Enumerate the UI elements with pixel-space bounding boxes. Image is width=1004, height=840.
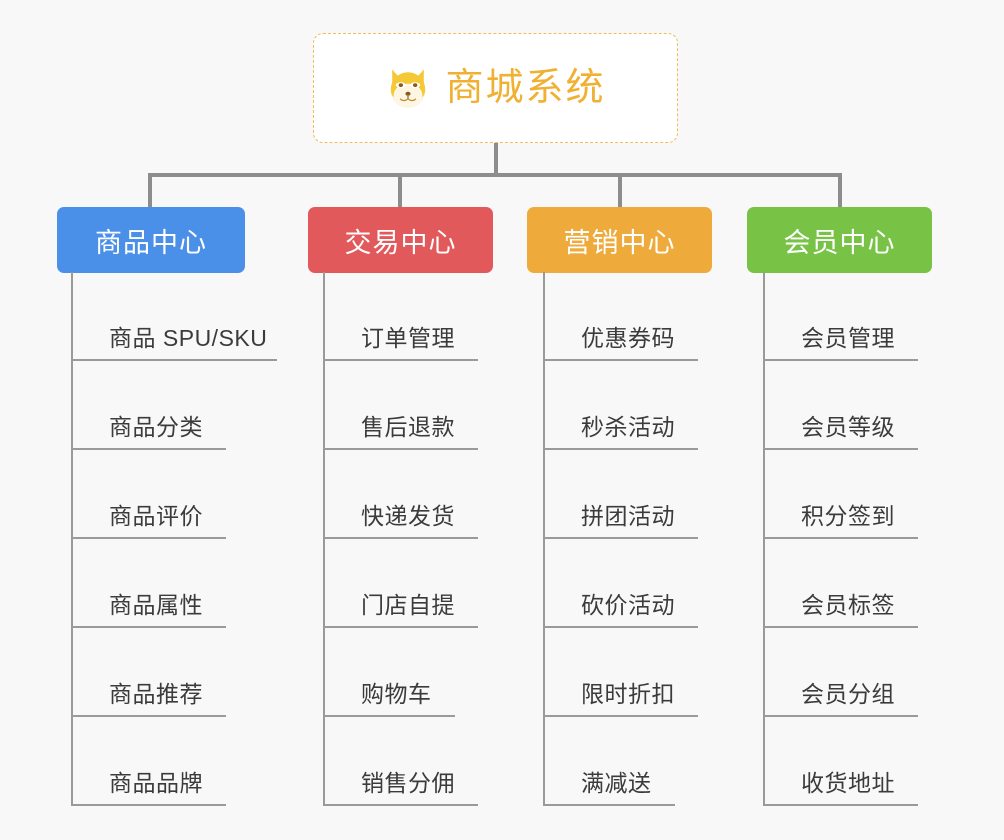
leaf-underline bbox=[763, 537, 918, 539]
leaf-item[interactable]: 购物车 bbox=[323, 628, 455, 717]
leaf-label: 销售分佣 bbox=[361, 770, 455, 796]
leaf-underline bbox=[543, 804, 675, 806]
leaf-label: 积分签到 bbox=[801, 503, 895, 529]
leaf-underline bbox=[71, 804, 226, 806]
leaf-item[interactable]: 收货地址 bbox=[763, 717, 918, 806]
leaf-label: 收货地址 bbox=[801, 770, 895, 796]
leaf-item[interactable]: 满减送 bbox=[543, 717, 675, 806]
branch-trunk-line bbox=[71, 272, 73, 806]
leaf-underline bbox=[323, 804, 478, 806]
leaf-label: 会员等级 bbox=[801, 414, 895, 440]
leaf-item[interactable]: 商品属性 bbox=[71, 539, 226, 628]
category-box-product[interactable]: 商品中心 bbox=[57, 207, 245, 273]
leaf-item[interactable]: 商品品牌 bbox=[71, 717, 226, 806]
leaf-label: 商品属性 bbox=[109, 592, 203, 618]
leaf-label: 购物车 bbox=[361, 681, 432, 707]
branch-trunk-line bbox=[323, 272, 325, 806]
leaf-item[interactable]: 销售分佣 bbox=[323, 717, 478, 806]
leaf-underline bbox=[323, 359, 478, 361]
page-title: 商城系统 bbox=[445, 67, 606, 109]
drop-line-1 bbox=[148, 173, 152, 207]
leaf-item[interactable]: 秒杀活动 bbox=[543, 361, 698, 450]
leaf-underline bbox=[71, 359, 277, 361]
drop-line-4 bbox=[838, 173, 842, 207]
leaf-item[interactable]: 会员标签 bbox=[763, 539, 918, 628]
leaf-item[interactable]: 限时折扣 bbox=[543, 628, 698, 717]
leaf-underline bbox=[543, 359, 698, 361]
leaf-label: 会员标签 bbox=[801, 592, 895, 618]
leaf-label: 售后退款 bbox=[361, 414, 455, 440]
leaf-underline bbox=[763, 448, 918, 450]
leaf-underline bbox=[763, 715, 918, 717]
leaf-underline bbox=[323, 626, 478, 628]
category-box-marketing[interactable]: 营销中心 bbox=[527, 207, 712, 273]
leaf-label: 快递发货 bbox=[361, 503, 455, 529]
leaf-item[interactable]: 商品 SPU/SKU bbox=[71, 272, 277, 361]
root-node[interactable]: 商城系统 bbox=[313, 33, 678, 143]
leaf-underline bbox=[543, 537, 698, 539]
leaf-item[interactable]: 砍价活动 bbox=[543, 539, 698, 628]
category-box-trade[interactable]: 交易中心 bbox=[308, 207, 493, 273]
leaf-underline bbox=[323, 537, 478, 539]
leaf-item[interactable]: 会员等级 bbox=[763, 361, 918, 450]
leaf-underline bbox=[71, 448, 226, 450]
leaf-label: 会员分组 bbox=[801, 681, 895, 707]
leaf-underline bbox=[71, 626, 226, 628]
leaf-underline bbox=[543, 715, 698, 717]
leaf-label: 秒杀活动 bbox=[581, 414, 675, 440]
leaf-item[interactable]: 拼团活动 bbox=[543, 450, 698, 539]
leaf-label: 优惠券码 bbox=[581, 325, 675, 351]
horizontal-bus-line bbox=[150, 173, 840, 177]
leaf-underline bbox=[543, 626, 698, 628]
category-label: 会员中心 bbox=[783, 227, 896, 258]
leaf-item[interactable]: 售后退款 bbox=[323, 361, 478, 450]
leaf-item[interactable]: 优惠券码 bbox=[543, 272, 698, 361]
leaf-label: 限时折扣 bbox=[581, 681, 675, 707]
leaf-item[interactable]: 订单管理 bbox=[323, 272, 478, 361]
leaf-item[interactable]: 快递发货 bbox=[323, 450, 478, 539]
leaf-underline bbox=[543, 448, 698, 450]
leaf-underline bbox=[763, 804, 918, 806]
leaf-item[interactable]: 会员管理 bbox=[763, 272, 918, 361]
leaf-label: 商品推荐 bbox=[109, 681, 203, 707]
leaf-underline bbox=[763, 626, 918, 628]
leaf-item[interactable]: 门店自提 bbox=[323, 539, 478, 628]
category-box-member[interactable]: 会员中心 bbox=[747, 207, 932, 273]
category-label: 商品中心 bbox=[95, 227, 207, 258]
drop-line-2 bbox=[398, 173, 402, 207]
leaf-item[interactable]: 商品分类 bbox=[71, 361, 226, 450]
leaf-label: 商品 SPU/SKU bbox=[109, 325, 268, 351]
branch-trunk-line bbox=[763, 272, 765, 806]
branch-trunk-line bbox=[543, 272, 545, 806]
leaf-label: 门店自提 bbox=[361, 592, 455, 618]
shiba-dog-icon bbox=[391, 69, 426, 109]
leaf-underline bbox=[763, 359, 918, 361]
leaf-underline bbox=[323, 715, 455, 717]
category-label: 交易中心 bbox=[344, 227, 457, 258]
leaf-label: 会员管理 bbox=[801, 325, 895, 351]
leaf-underline bbox=[323, 448, 478, 450]
drop-line-3 bbox=[618, 173, 622, 207]
leaf-label: 拼团活动 bbox=[581, 503, 675, 529]
leaf-underline bbox=[71, 715, 226, 717]
leaf-label: 满减送 bbox=[581, 770, 652, 796]
category-label: 营销中心 bbox=[563, 227, 676, 258]
leaf-label: 商品评价 bbox=[109, 503, 203, 529]
leaf-label: 商品品牌 bbox=[109, 770, 203, 796]
leaf-item[interactable]: 商品评价 bbox=[71, 450, 226, 539]
leaf-item[interactable]: 商品推荐 bbox=[71, 628, 226, 717]
leaf-label: 商品分类 bbox=[109, 414, 203, 440]
leaf-label: 砍价活动 bbox=[581, 592, 675, 618]
root-trunk-line bbox=[494, 143, 498, 175]
leaf-label: 订单管理 bbox=[361, 325, 455, 351]
leaf-item[interactable]: 会员分组 bbox=[763, 628, 918, 717]
leaf-underline bbox=[71, 537, 226, 539]
leaf-item[interactable]: 积分签到 bbox=[763, 450, 918, 539]
